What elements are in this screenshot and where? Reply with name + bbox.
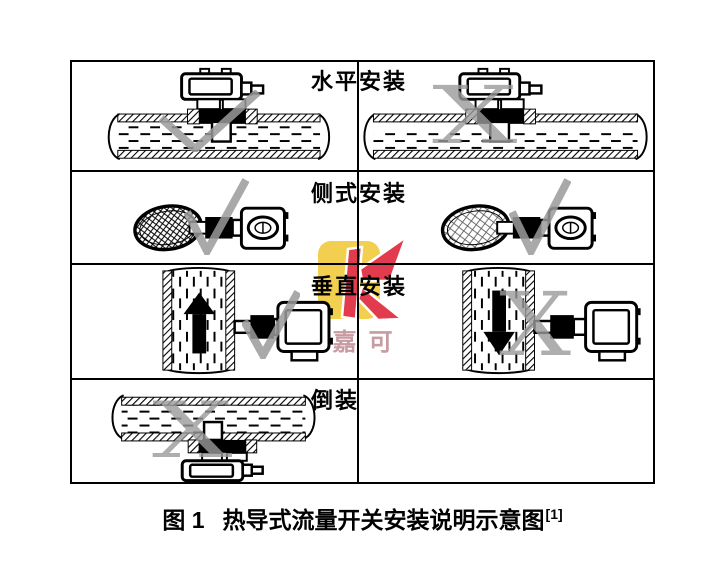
row-label-vertical: 垂直安装 — [310, 274, 408, 299]
figure-number: 图 1 — [162, 507, 205, 533]
brand-watermark-text: 嘉可 — [332, 329, 405, 356]
figure-table: 嘉可 — [70, 60, 655, 484]
row-label-side: 侧式安装 — [310, 181, 408, 206]
figure-caption: 图 1 热导式流量开关安装说明示意图[1] — [70, 501, 655, 535]
row-label-inverted: 倒装 — [310, 388, 359, 413]
cell-empty — [359, 380, 653, 482]
row-label-horizontal: 水平安装 — [310, 69, 408, 94]
inverted-wrong-diagram — [111, 394, 316, 482]
citation-reference: [1] — [545, 506, 563, 522]
cell-horizontal-correct: X — [72, 62, 359, 172]
horizontal-wrong-diagram — [363, 67, 648, 161]
figure-title: 热导式流量开关安装说明示意图 — [222, 507, 545, 533]
brand-watermark: 嘉可 — [315, 233, 410, 357]
vertical-wrong-diagram — [462, 267, 641, 374]
brand-logo-icon — [317, 233, 409, 322]
